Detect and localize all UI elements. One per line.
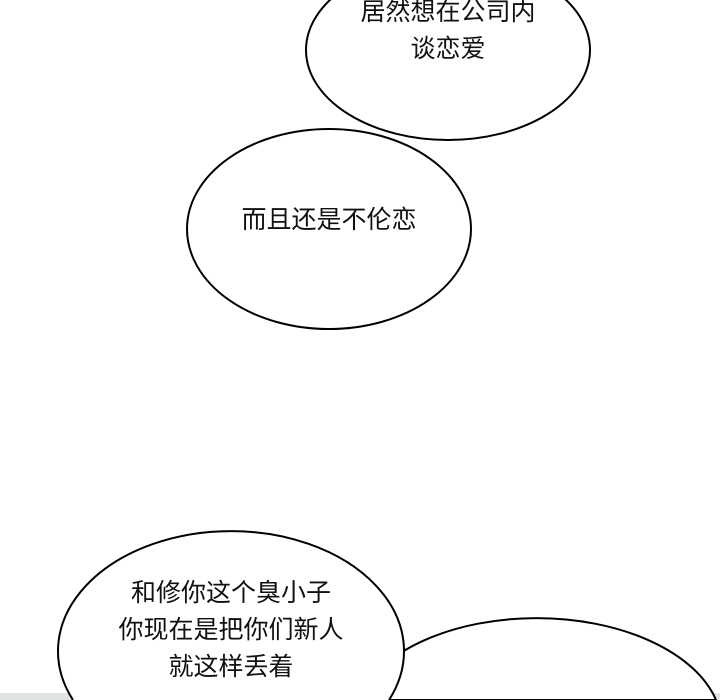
speech-bubble-4 [355,617,718,700]
speech-bubble-3 [57,530,405,700]
text-line: 谈恋爱 [410,34,486,63]
bubble-1-text: 居然想在公司内 谈恋爱 [348,0,548,67]
bubble-3-text: 和修你这个臭小子 你现在是把你们新人 就这样丢着 [81,574,381,685]
text-line: 就这样丢着 [168,652,294,681]
speech-bubble-2 [186,128,472,330]
speech-bubble-1 [305,0,591,141]
text-line: 你现在是把你们新人 [118,615,344,644]
bubble-2-text: 而且还是不伦恋 [209,201,449,238]
text-line: 和修你这个臭小子 [130,578,331,607]
text-line: 而且还是不伦恋 [241,205,417,234]
text-line: 居然想在公司内 [360,0,536,26]
